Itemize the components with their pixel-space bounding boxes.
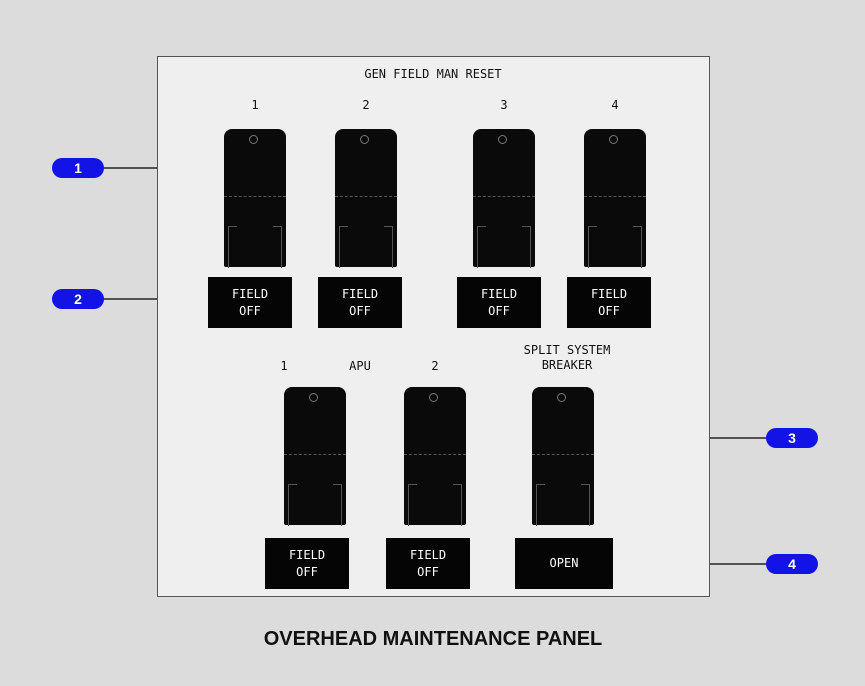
indicator-light xyxy=(429,393,438,402)
callout-1: 1 xyxy=(52,158,104,178)
apu-number-2: 2 xyxy=(431,359,439,373)
gen-number-2: 2 xyxy=(362,98,370,112)
apu-2-switch[interactable] xyxy=(404,387,466,526)
breaker-open-light: OPEN xyxy=(515,538,613,589)
indicator-light xyxy=(360,135,369,144)
apu-1-field-off-light: FIELD OFF xyxy=(265,538,349,589)
indicator-light xyxy=(498,135,507,144)
split-system-label-2: BREAKER xyxy=(541,358,593,372)
callout-2: 2 xyxy=(52,289,104,309)
indicator-light xyxy=(249,135,258,144)
field-label: FIELD xyxy=(341,286,379,301)
indicator-light xyxy=(609,135,618,144)
gen-number-4: 4 xyxy=(611,98,619,112)
callout-4: 4 xyxy=(766,554,818,574)
apu-label: APU xyxy=(349,359,371,373)
off-label: OFF xyxy=(239,303,261,318)
gen-4-field-off-light: FIELD OFF xyxy=(567,277,651,328)
open-label: OPEN xyxy=(549,556,579,570)
off-label: OFF xyxy=(296,564,318,579)
field-label: FIELD xyxy=(409,547,447,562)
gen-number-1: 1 xyxy=(251,98,259,112)
off-label: OFF xyxy=(417,564,439,579)
field-label: FIELD xyxy=(590,286,628,301)
off-label: OFF xyxy=(488,303,510,318)
field-label: FIELD xyxy=(288,547,326,562)
gen-3-field-off-light: FIELD OFF xyxy=(457,277,541,328)
gen-4-switch[interactable] xyxy=(584,129,646,268)
indicator-light xyxy=(309,393,318,402)
gen-3-switch[interactable] xyxy=(473,129,535,268)
gen-number-3: 3 xyxy=(500,98,508,112)
callout-3: 3 xyxy=(766,428,818,448)
off-label: OFF xyxy=(598,303,620,318)
split-system-breaker-switch[interactable] xyxy=(532,387,594,526)
gen-1-switch[interactable] xyxy=(224,129,286,268)
gen-2-switch[interactable] xyxy=(335,129,397,268)
panel-title: GEN FIELD MAN RESET xyxy=(364,67,502,81)
split-system-label-1: SPLIT SYSTEM xyxy=(523,343,611,357)
gen-2-field-off-light: FIELD OFF xyxy=(318,277,402,328)
off-label: OFF xyxy=(349,303,371,318)
field-label: FIELD xyxy=(231,286,269,301)
field-label: FIELD xyxy=(480,286,518,301)
apu-2-field-off-light: FIELD OFF xyxy=(386,538,470,589)
gen-1-field-off-light: FIELD OFF xyxy=(208,277,292,328)
indicator-light xyxy=(557,393,566,402)
apu-1-switch[interactable] xyxy=(284,387,346,526)
figure-caption: OVERHEAD MAINTENANCE PANEL xyxy=(263,628,603,650)
apu-number-1: 1 xyxy=(280,359,288,373)
